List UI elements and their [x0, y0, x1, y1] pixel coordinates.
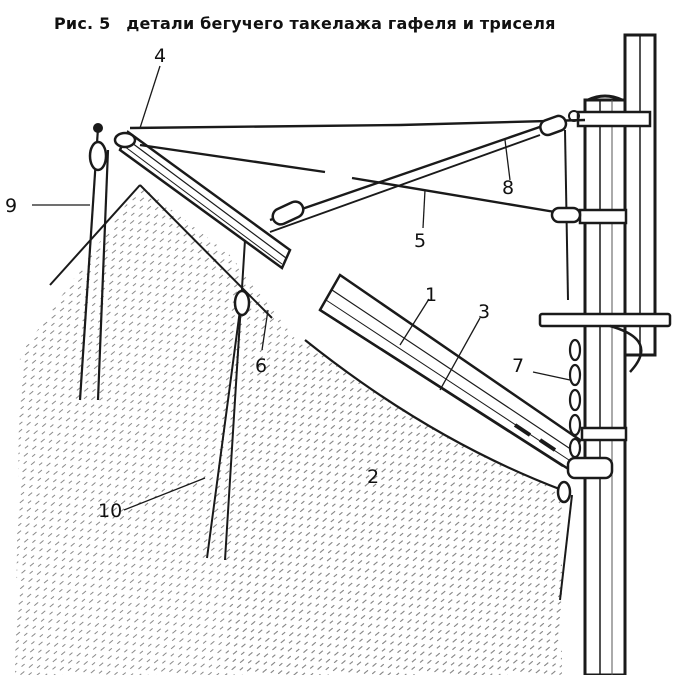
- label-7: 7: [512, 355, 524, 377]
- upper-gaff: [93, 123, 292, 270]
- label-3: 3: [478, 301, 490, 323]
- figure-number: Рис. 5: [54, 14, 111, 33]
- label-1: 1: [425, 284, 437, 306]
- label-5: 5: [414, 230, 426, 252]
- label-8: 8: [502, 177, 514, 199]
- label-9: 9: [5, 195, 17, 217]
- mast-band-upper: [576, 110, 652, 128]
- sail-lower-right: [225, 340, 562, 675]
- mast-band-middle: [578, 208, 628, 225]
- block-vang-mast: [550, 206, 582, 224]
- label-10: 10: [98, 500, 122, 522]
- crosstree-platform: [538, 312, 672, 373]
- block-sail-clew: [556, 480, 572, 504]
- label-4: 4: [154, 45, 166, 67]
- mast-band-lower: [580, 426, 628, 442]
- block-bridle-mast: [539, 110, 580, 137]
- block-sail-leech: [233, 289, 251, 317]
- block-outer-gaff: [88, 140, 108, 172]
- mast: [583, 33, 657, 675]
- label-6: 6: [255, 355, 267, 377]
- sail-head-edge: [304, 339, 563, 492]
- figure-caption: Рис. 5 детали бегучего такелажа гафеля и …: [54, 14, 556, 33]
- leader-lines: [32, 65, 571, 511]
- label-2: 2: [367, 466, 379, 488]
- tackle-chain: [568, 338, 582, 459]
- figure-title: детали бегучего такелажа гафеля и трисел…: [126, 14, 556, 33]
- block-peak-halyard: [271, 200, 305, 226]
